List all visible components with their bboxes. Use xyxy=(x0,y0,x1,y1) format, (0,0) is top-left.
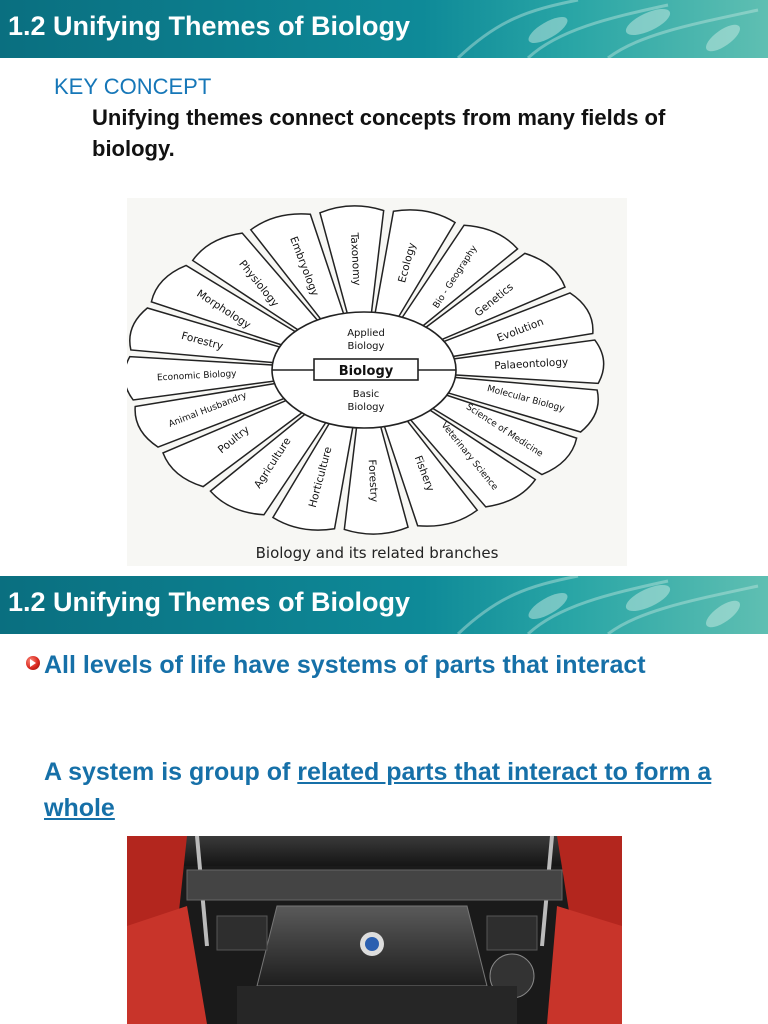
center-label: Biology xyxy=(339,364,394,379)
branch-petal xyxy=(420,252,566,343)
branch-petal xyxy=(445,339,605,385)
upper-label-line1: Applied xyxy=(347,328,385,339)
branch-label: Palaeontology xyxy=(494,356,568,372)
branch-petal xyxy=(209,410,330,516)
slide1-title: 1.2 Unifying Themes of Biology xyxy=(8,11,411,41)
branch-petal xyxy=(436,292,594,359)
slide2-title: 1.2 Unifying Themes of Biology xyxy=(8,587,411,617)
upper-label-line2: Biology xyxy=(348,341,385,352)
branch-petal xyxy=(191,232,322,334)
leaf-pattern-decoration xyxy=(456,0,759,58)
branch-petal xyxy=(406,406,537,508)
branch-petal xyxy=(343,422,409,535)
key-concept-text: Unifying themes connect concepts from ma… xyxy=(92,105,666,161)
branch-petal xyxy=(129,307,288,365)
lower-label-line2: Biology xyxy=(348,402,385,413)
branch-petal xyxy=(127,355,283,401)
branch-petal xyxy=(373,209,457,322)
leaf-pattern-decoration xyxy=(456,576,759,634)
branch-petal xyxy=(271,418,355,531)
lower-label-line1: Basic xyxy=(353,389,379,400)
branch-petal xyxy=(150,264,302,348)
bullet-arrow-icon xyxy=(26,656,40,670)
branch-label: Forestry xyxy=(366,459,380,502)
branch-label: Economic Biology xyxy=(157,369,238,383)
branch-petal xyxy=(440,375,599,433)
branch-petal xyxy=(162,397,308,488)
branch-petal xyxy=(249,213,346,324)
branch-label: Taxonomy xyxy=(348,231,363,286)
branch-petal xyxy=(319,205,385,318)
branch-petal xyxy=(426,392,578,476)
branch-petal xyxy=(398,224,519,330)
car-engine-photo xyxy=(127,836,622,1024)
system-definition-underlined: related parts that interact to form a wh… xyxy=(44,758,712,822)
branch-petal xyxy=(134,381,292,448)
key-concept-label: KEY CONCEPT xyxy=(54,74,212,99)
system-definition: A system is group of related parts that … xyxy=(44,754,744,826)
bullet-text: All levels of life have systems of parts… xyxy=(44,651,646,679)
slide2-title-banner: 1.2 Unifying Themes of Biology xyxy=(0,576,768,634)
branch-petal xyxy=(382,416,479,527)
slide1-title-banner: 1.2 Unifying Themes of Biology xyxy=(0,0,768,58)
diagram-caption: Biology and its related branches xyxy=(255,544,499,562)
system-definition-prefix: A system is group of xyxy=(44,758,298,786)
